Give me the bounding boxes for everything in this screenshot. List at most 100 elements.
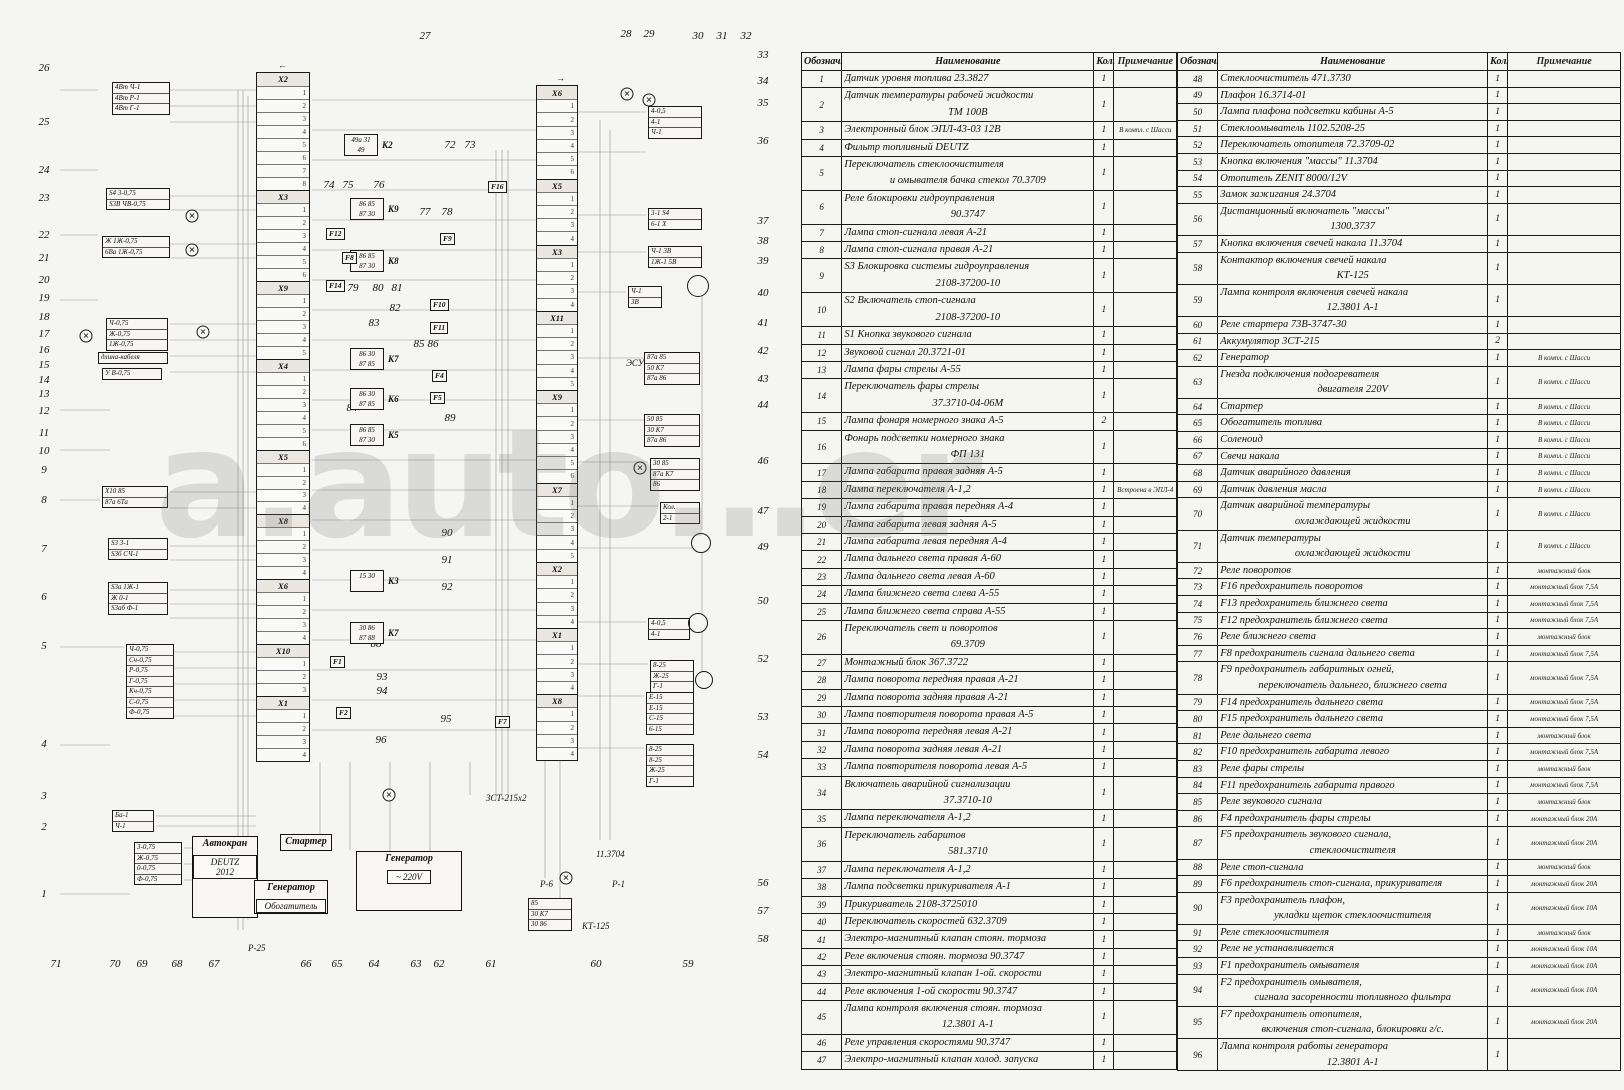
component-qty: 1	[1093, 429, 1115, 465]
wire-label: 6-1 Х	[649, 218, 701, 230]
component-name: F12 предохранитель ближнего света	[1217, 611, 1489, 630]
row-number: 94	[1176, 973, 1219, 1007]
row-number: 13	[800, 360, 843, 380]
component-box-label: Генератор	[267, 882, 315, 893]
fuse-tag: F9	[440, 233, 455, 245]
connector-pin: 1	[257, 527, 309, 540]
connector-pin: 4	[257, 566, 309, 579]
connector-pin: 4	[537, 231, 577, 244]
connector-pin: 1	[537, 257, 577, 271]
col-header-designation: Обознач.	[800, 52, 843, 71]
callout-number: 46	[757, 455, 769, 467]
lamp-icon: ✕	[185, 243, 199, 257]
component-name: F9 предохранитель габаритных огней,перек…	[1217, 661, 1489, 695]
component-qty: 1	[1093, 378, 1115, 414]
wire-label: 3-1 S4	[651, 209, 670, 217]
relay-label: К6	[388, 394, 399, 404]
callout-number: 36	[757, 135, 769, 147]
callout-number: 19	[38, 292, 50, 304]
wire-label: У В-0,75	[105, 369, 131, 377]
connector-pin: 4	[537, 138, 577, 152]
connector-pin: 3	[537, 601, 577, 615]
row-number: 40	[800, 912, 843, 932]
connector-label: Х5	[537, 178, 577, 192]
row-number: 41	[800, 930, 843, 949]
connector-pin: 7	[257, 163, 309, 177]
connector-label: Х7	[537, 482, 577, 496]
col-header-note: Примечание	[1507, 52, 1621, 71]
callout-number: 94	[376, 685, 388, 697]
row-number: 9	[800, 258, 843, 294]
row-number: 76	[1176, 628, 1219, 646]
callout-number: 14	[38, 374, 50, 386]
component-note	[1113, 1051, 1177, 1070]
component-name: Дистанционный включатель "массы"1300.373…	[1217, 202, 1489, 236]
callout-number: 25	[38, 116, 50, 128]
diagram-text: КТ-125	[582, 921, 610, 931]
connector-pin: 4	[537, 535, 577, 548]
component-qty: 1	[1093, 138, 1115, 158]
component-qty: 1	[1487, 152, 1509, 171]
component-qty: 1	[1487, 136, 1509, 154]
component-name: Реле ближнего света	[1217, 628, 1489, 646]
component-qty: 1	[1487, 644, 1509, 663]
lamp-icon: ✕	[79, 329, 93, 343]
component-note	[1113, 809, 1177, 828]
callout-number: 37	[757, 215, 769, 227]
fuse-tag: F7	[495, 716, 510, 728]
relay-label: К7	[388, 628, 399, 638]
component-box-sub: DEUTZ 2012	[193, 855, 257, 879]
relay-label: К8	[388, 256, 399, 266]
relay-circle-icon	[695, 671, 713, 689]
component-note	[1113, 999, 1177, 1035]
component-qty: 1	[1487, 464, 1509, 482]
component-qty: 1	[1093, 326, 1115, 345]
connector-label: Х8	[257, 514, 309, 528]
component-name: Лампа габарита левая задняя А-5	[841, 515, 1095, 534]
callout-number: 18	[38, 311, 50, 323]
row-number: 91	[1176, 923, 1219, 942]
component-note	[1507, 186, 1621, 204]
callout-number: 60	[590, 958, 602, 970]
callout-number: 54	[757, 749, 769, 761]
component-note	[1113, 292, 1177, 328]
component-qty: 1	[1487, 365, 1509, 399]
relay-pins-top: 30 86	[359, 624, 375, 632]
component-note	[1113, 912, 1177, 932]
callout-number: 26	[38, 62, 50, 74]
connector-pin: 5	[537, 456, 577, 469]
row-number: 15	[800, 412, 843, 431]
callout-number: 58	[757, 933, 769, 945]
component-name: Лампа габарита правая передняя А-4	[841, 498, 1095, 517]
row-number: 29	[800, 688, 843, 708]
component-note: монтажный блок 7,5А	[1507, 611, 1621, 630]
relay-label: К5	[388, 430, 399, 440]
row-number: 63	[1176, 365, 1219, 399]
component-qty: 1	[1487, 529, 1509, 563]
callout-number: 91	[441, 554, 453, 566]
component-name: F5 предохранитель звукового сигнала,стек…	[1217, 826, 1489, 860]
wire-label: 87а 86	[645, 373, 699, 384]
component-name: Реле звукового сигнала	[1217, 793, 1489, 811]
callout-number: 53	[757, 711, 769, 723]
component-qty: 1	[1487, 826, 1509, 860]
wire-label: длина-кабеля	[101, 353, 140, 361]
callout-number: 85	[413, 338, 425, 350]
component-note	[1113, 775, 1177, 811]
